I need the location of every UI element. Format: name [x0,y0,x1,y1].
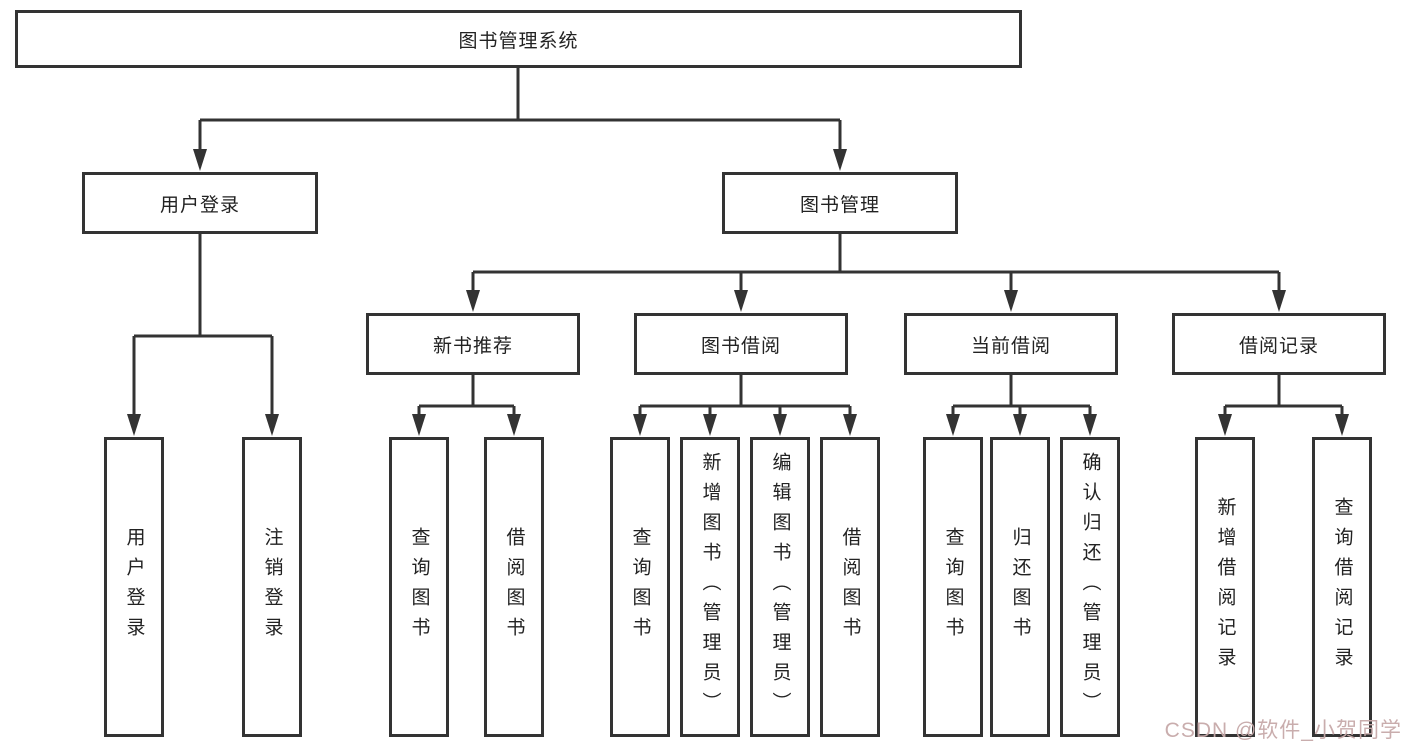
node-label: 确认归还（管理员） [1079,452,1101,722]
node-borrow-record: 借阅记录 [1172,313,1386,375]
node-user-login: 用户登录 [82,172,318,234]
node-new-book-recommend: 新书推荐 [366,313,580,375]
node-library-management-system: 图书管理系统 [15,10,1022,68]
node-label: 图书借阅 [700,335,781,357]
leaf-add-borrow-record: 新增借阅记录 [1195,437,1255,737]
node-label: 借阅图书 [503,527,525,647]
node-book-borrow: 图书借阅 [634,313,848,375]
node-label: 新增借阅记录 [1214,497,1236,677]
leaf-borrow-book: 借阅图书 [820,437,880,737]
leaf-edit-book-admin: 编辑图书（管理员） [750,437,810,737]
node-label: 查询图书 [408,527,430,647]
leaf-query-book-recommend: 查询图书 [389,437,449,737]
node-label: 查询图书 [942,527,964,647]
node-label: 新增图书（管理员） [699,452,721,722]
node-label: 用户登录 [159,194,240,216]
leaf-user-login: 用户登录 [104,437,164,737]
node-label: 图书管理 [799,194,880,216]
node-label: 借阅图书 [839,527,861,647]
node-label: 查询借阅记录 [1331,497,1353,677]
arrowheads [127,149,1349,436]
node-label: 归还图书 [1009,527,1031,647]
leaf-borrow-book-recommend: 借阅图书 [484,437,544,737]
node-label: 借阅记录 [1238,335,1319,357]
node-label: 新书推荐 [432,335,513,357]
leaf-query-book-borrow: 查询图书 [610,437,670,737]
node-label: 当前借阅 [970,335,1051,357]
csdn-watermark: CSDN @软件_小贺同学 [1164,719,1402,742]
leaf-return-book: 归还图书 [990,437,1050,737]
node-label: 查询图书 [629,527,651,647]
node-label: 图书管理系统 [458,30,579,52]
leaf-logout: 注销登录 [242,437,302,737]
leaf-confirm-return-admin: 确认归还（管理员） [1060,437,1120,737]
node-book-management: 图书管理 [722,172,958,234]
leaf-query-borrow-record: 查询借阅记录 [1312,437,1372,737]
node-label: 编辑图书（管理员） [769,452,791,722]
node-label: 注销登录 [261,527,283,647]
node-label: 用户登录 [123,527,145,647]
node-current-borrow: 当前借阅 [904,313,1118,375]
leaf-add-book-admin: 新增图书（管理员） [680,437,740,737]
leaf-query-book-current: 查询图书 [923,437,983,737]
